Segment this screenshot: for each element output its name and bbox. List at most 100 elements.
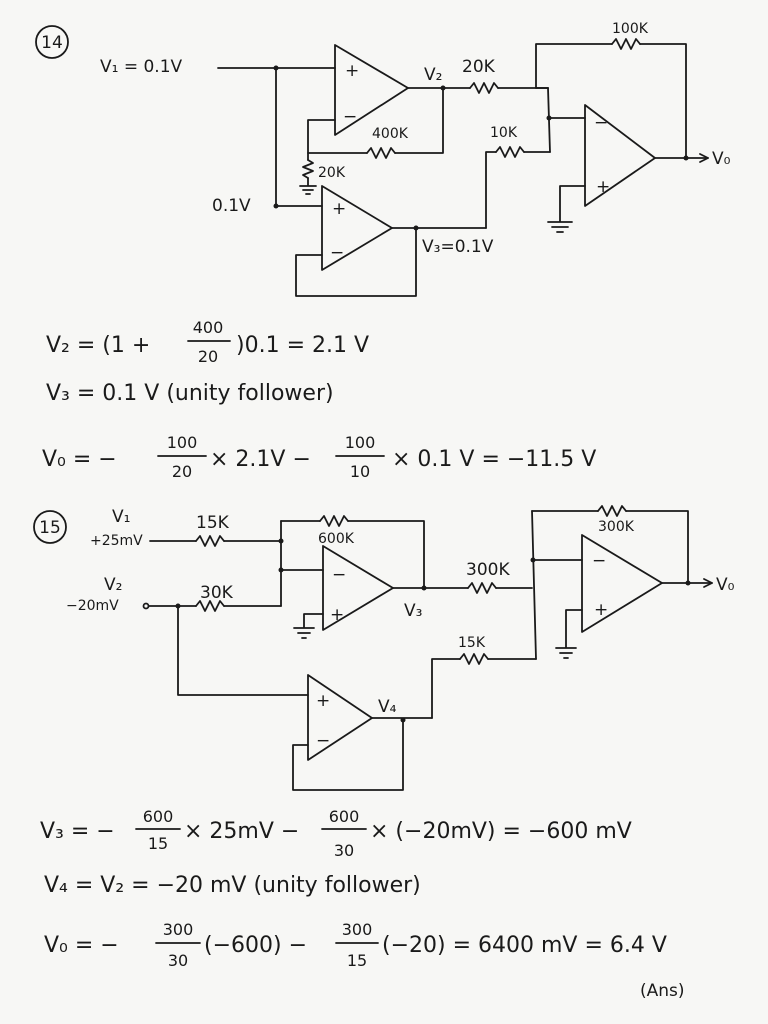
eq14-3-num2: 100 bbox=[345, 433, 376, 452]
wire bbox=[639, 43, 687, 159]
r-20k-ground-label: 20K bbox=[318, 165, 346, 181]
eq15-1-den1: 15 bbox=[148, 834, 168, 853]
r-400k-label: 400K bbox=[372, 126, 409, 142]
plus-sign: + bbox=[596, 177, 610, 197]
eq14-3-rhs: × 0.1 V = −11.5 V bbox=[392, 447, 596, 472]
problem-number: 15 bbox=[39, 518, 61, 538]
r-100k-label: 100K bbox=[612, 21, 649, 37]
problem-number: 14 bbox=[41, 33, 63, 53]
node bbox=[685, 580, 691, 586]
r-300k-fb-label: 300K bbox=[598, 519, 635, 535]
resistor-15k-b bbox=[459, 653, 489, 665]
opamp-a bbox=[322, 545, 394, 631]
opamp-2 bbox=[321, 185, 393, 271]
v3-label: V₃ bbox=[404, 601, 422, 621]
resistor-10k bbox=[495, 146, 525, 158]
node bbox=[400, 717, 406, 723]
eq14-1-lhs: V₂ = (1 + bbox=[46, 333, 150, 358]
r-300k-in-label: 300K bbox=[466, 560, 510, 580]
eq15-3-lhs: V₀ = − bbox=[44, 933, 119, 958]
eq15-1-lhs: V₃ = − bbox=[40, 819, 115, 844]
problem-number-circle bbox=[33, 510, 67, 544]
opamp-3 bbox=[584, 104, 656, 207]
resistor-20k-top bbox=[469, 82, 499, 94]
eq14-3-lhs: V₀ = − bbox=[42, 447, 117, 472]
ground-icon bbox=[299, 177, 317, 195]
problem-14: 14 V₁ = 0.1V 0.1V + − V₂ 400K 20K + − bbox=[35, 21, 731, 481]
plus-sign: + bbox=[594, 600, 608, 620]
ground-icon bbox=[293, 613, 324, 639]
wire bbox=[177, 605, 309, 696]
opamp-b bbox=[307, 674, 373, 761]
v1-value: +25mV bbox=[90, 533, 143, 549]
r-20k-top-label: 20K bbox=[462, 57, 496, 77]
eq15-3-num2: 300 bbox=[342, 920, 373, 939]
resistor-300k-input bbox=[467, 582, 497, 594]
minus-sign: − bbox=[332, 565, 346, 585]
v1-label: V₁ = 0.1V bbox=[100, 57, 183, 77]
minus-sign: − bbox=[594, 113, 608, 133]
eq14-2: V₃ = 0.1 V (unity follower) bbox=[46, 381, 334, 406]
v1-label: V₁ bbox=[112, 507, 130, 527]
plus-sign: + bbox=[332, 199, 346, 219]
node bbox=[546, 115, 552, 121]
wire bbox=[394, 87, 444, 154]
plus-sign: + bbox=[330, 605, 344, 625]
v3-label: V₃=0.1V bbox=[422, 237, 494, 257]
eq14-3-den2: 10 bbox=[350, 462, 370, 481]
minus-sign: − bbox=[316, 731, 330, 751]
minus-sign: − bbox=[343, 107, 357, 127]
node bbox=[273, 203, 279, 209]
wire bbox=[431, 658, 461, 719]
resistor-100k bbox=[611, 38, 641, 50]
wire bbox=[295, 227, 417, 297]
input-terminal bbox=[142, 602, 150, 610]
eq14-3-num1: 100 bbox=[167, 433, 198, 452]
wire bbox=[485, 151, 497, 229]
eq14-3-den1: 20 bbox=[172, 462, 192, 481]
ground-icon bbox=[547, 185, 586, 233]
node bbox=[413, 225, 419, 231]
resistor-600k bbox=[319, 515, 349, 527]
eq14-1-den: 20 bbox=[198, 347, 218, 366]
minus-sign: − bbox=[592, 551, 606, 571]
ground-icon bbox=[555, 609, 583, 659]
vo-label: V₀ bbox=[716, 575, 735, 595]
problem-15: 15 V₁ +25mV 15K V₂ −20mV 30K 600K − + V₃ bbox=[33, 505, 735, 1001]
eq15-1-rhs: × (−20mV) = −600 mV bbox=[370, 819, 632, 844]
eq15-3-den1: 30 bbox=[168, 951, 188, 970]
resistor-20k-ground bbox=[302, 159, 314, 179]
v2-label: V₂ bbox=[104, 575, 122, 595]
plus-sign: + bbox=[345, 61, 359, 81]
eq14-3-mid: × 2.1V − bbox=[210, 447, 311, 472]
output-arrow-icon bbox=[699, 153, 709, 163]
wire bbox=[347, 520, 425, 589]
wire bbox=[625, 510, 689, 584]
v4-label: V₄ bbox=[378, 697, 397, 717]
wire bbox=[307, 119, 368, 154]
resistor-15k-input bbox=[195, 535, 225, 547]
opamp-c bbox=[581, 534, 663, 633]
eq15-1-mid: × 25mV − bbox=[184, 819, 299, 844]
r-10k-label: 10K bbox=[490, 125, 518, 141]
node bbox=[421, 585, 427, 591]
resistor-30k bbox=[195, 600, 225, 612]
wire bbox=[531, 510, 537, 660]
eq15-1-num2: 600 bbox=[329, 807, 360, 826]
node bbox=[683, 155, 689, 161]
vo-label: V₀ bbox=[712, 149, 731, 169]
eq15-3-mid: (−600) − bbox=[204, 933, 307, 958]
eq15-2: V₄ = V₂ = −20 mV (unity follower) bbox=[44, 873, 421, 898]
resistor-300k-feedback bbox=[597, 505, 627, 517]
input-01-label: 0.1V bbox=[212, 196, 251, 216]
r-30k-label: 30K bbox=[200, 583, 234, 603]
eq15-3-den2: 15 bbox=[347, 951, 367, 970]
opamp-1 bbox=[334, 44, 409, 136]
node bbox=[278, 538, 284, 544]
wire bbox=[535, 43, 613, 89]
answer-tag: (Ans) bbox=[640, 981, 685, 1001]
r-15k-in-label: 15K bbox=[196, 513, 230, 533]
eq14-1-rhs: )0.1 = 2.1 V bbox=[236, 333, 369, 358]
problem-number-circle bbox=[35, 25, 69, 59]
